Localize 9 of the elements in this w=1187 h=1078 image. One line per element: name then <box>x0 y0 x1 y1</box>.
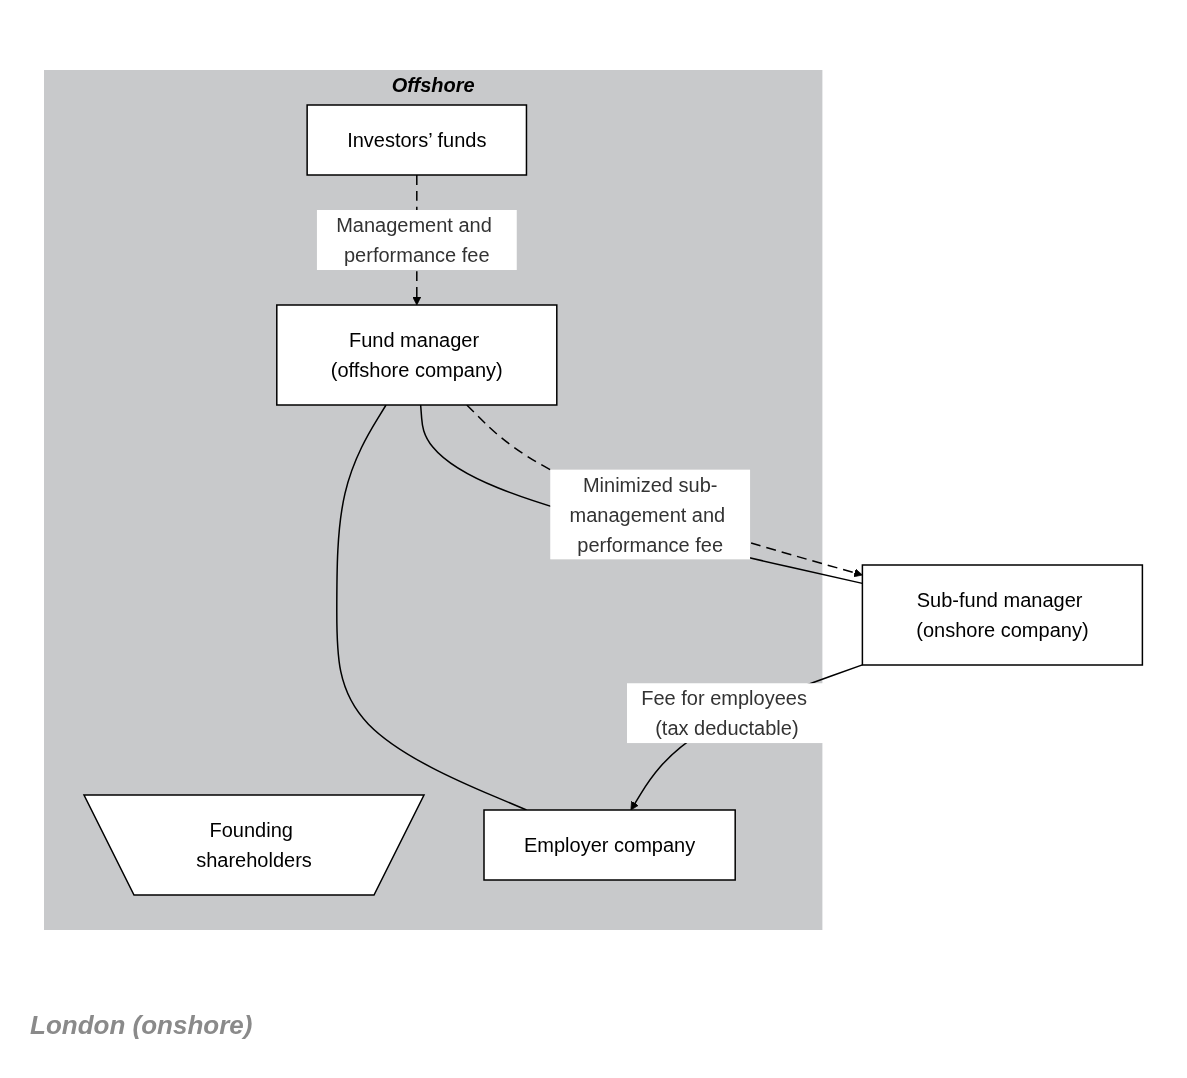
node-box: Employer company <box>483 809 737 881</box>
edge-label: Fee for employees (tax deductable) <box>641 687 808 740</box>
edge-label: Management and performance fee <box>336 214 493 266</box>
node-box: Investors’ funds <box>306 104 528 176</box>
region-label: London (onshore) <box>30 1010 253 1041</box>
node-box: Fund manager (offshore company) <box>276 304 558 406</box>
node-box: Sub-fund manager (onshore company) <box>861 564 1144 666</box>
connector <box>336 404 528 811</box>
edge-label: Minimized sub-management and performance fee <box>569 473 726 556</box>
